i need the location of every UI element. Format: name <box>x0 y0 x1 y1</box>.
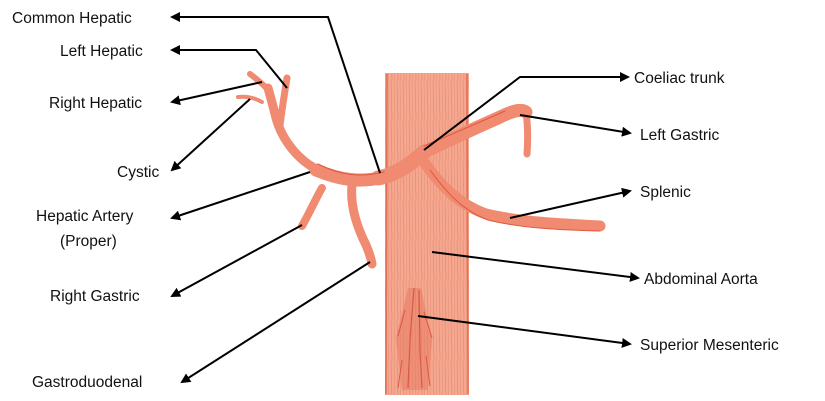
label-right-hepatic: Right Hepatic <box>49 95 142 112</box>
label-cystic: Cystic <box>117 164 159 181</box>
leader-cystic <box>172 99 250 170</box>
label-superior-mesenteric: Superior Mesenteric <box>640 337 779 354</box>
leader-left-gastric <box>520 115 630 133</box>
label-right-gastric: Right Gastric <box>50 288 140 305</box>
label-left-gastric: Left Gastric <box>640 127 719 144</box>
label-abdominal-aorta: Abdominal Aorta <box>644 271 758 288</box>
leader-left-hepatic <box>172 50 287 88</box>
label-gastroduodenal: Gastroduodenal <box>32 374 142 391</box>
label-hepatic-artery-line2: (Proper) <box>60 233 117 250</box>
label-splenic: Splenic <box>640 184 691 201</box>
label-common-hepatic: Common Hepatic <box>12 10 132 27</box>
leader-splenic <box>510 191 630 218</box>
label-coeliac-trunk: Coeliac trunk <box>634 70 725 87</box>
leader-gastroduodenal <box>182 262 370 382</box>
label-hepatic-artery-line1: Hepatic Artery <box>36 208 134 225</box>
leader-hepatic-artery-proper <box>172 172 310 218</box>
label-left-hepatic: Left Hepatic <box>60 43 143 60</box>
leader-right-gastric <box>172 225 302 296</box>
